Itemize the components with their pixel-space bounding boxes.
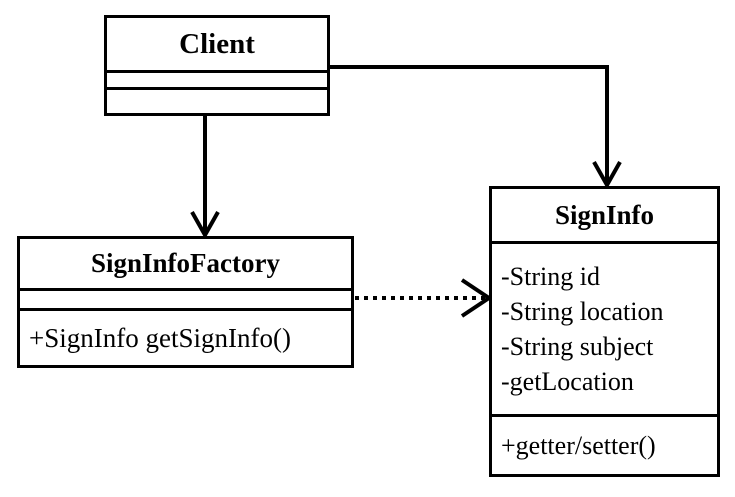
class-methods-compartment-signinfofactory: +SignInfo getSignInfo() <box>20 311 351 365</box>
class-methods-compartment-client <box>107 90 327 113</box>
class-box-signinfofactory[interactable]: SignInfoFactory +SignInfo getSignInfo() <box>17 236 354 368</box>
class-name-signinfo: SignInfo <box>554 199 655 230</box>
connector-client-to-signinfo <box>330 65 622 190</box>
class-title-compartment-signinfo: SignInfo <box>492 189 717 244</box>
class-box-signinfo[interactable]: SignInfo -String id -String location -St… <box>489 186 720 477</box>
class-attributes-compartment-client <box>107 73 327 90</box>
class-box-client[interactable]: Client <box>104 15 330 116</box>
connector-signinfofactory-to-signinfo <box>355 278 493 318</box>
arrowhead-open-down <box>190 211 220 240</box>
connector-client-to-signinfofactory <box>190 116 220 240</box>
class-attribute-signinfo-1: -String location <box>501 296 664 326</box>
class-attributes-compartment-signinfofactory <box>20 291 351 311</box>
class-title-compartment-client: Client <box>107 18 327 73</box>
class-name-signinfofactory: SignInfoFactory <box>91 248 280 278</box>
class-method-signinfo-0: +getter/setter() <box>501 430 656 460</box>
arrowhead-open-right <box>460 278 493 318</box>
class-attribute-signinfo-0: -String id <box>501 261 600 291</box>
arrowhead-open-down <box>592 161 622 190</box>
class-attribute-signinfo-3: -getLocation <box>501 366 634 396</box>
class-name-client: Client <box>179 27 255 60</box>
class-attributes-compartment-signinfo: -String id -String location -String subj… <box>492 244 717 417</box>
class-method-signinfofactory-0: +SignInfo getSignInfo() <box>29 322 291 353</box>
class-title-compartment-signinfofactory: SignInfoFactory <box>20 239 351 291</box>
class-attribute-signinfo-2: -String subject <box>501 331 654 361</box>
class-methods-compartment-signinfo: +getter/setter() <box>492 417 717 474</box>
